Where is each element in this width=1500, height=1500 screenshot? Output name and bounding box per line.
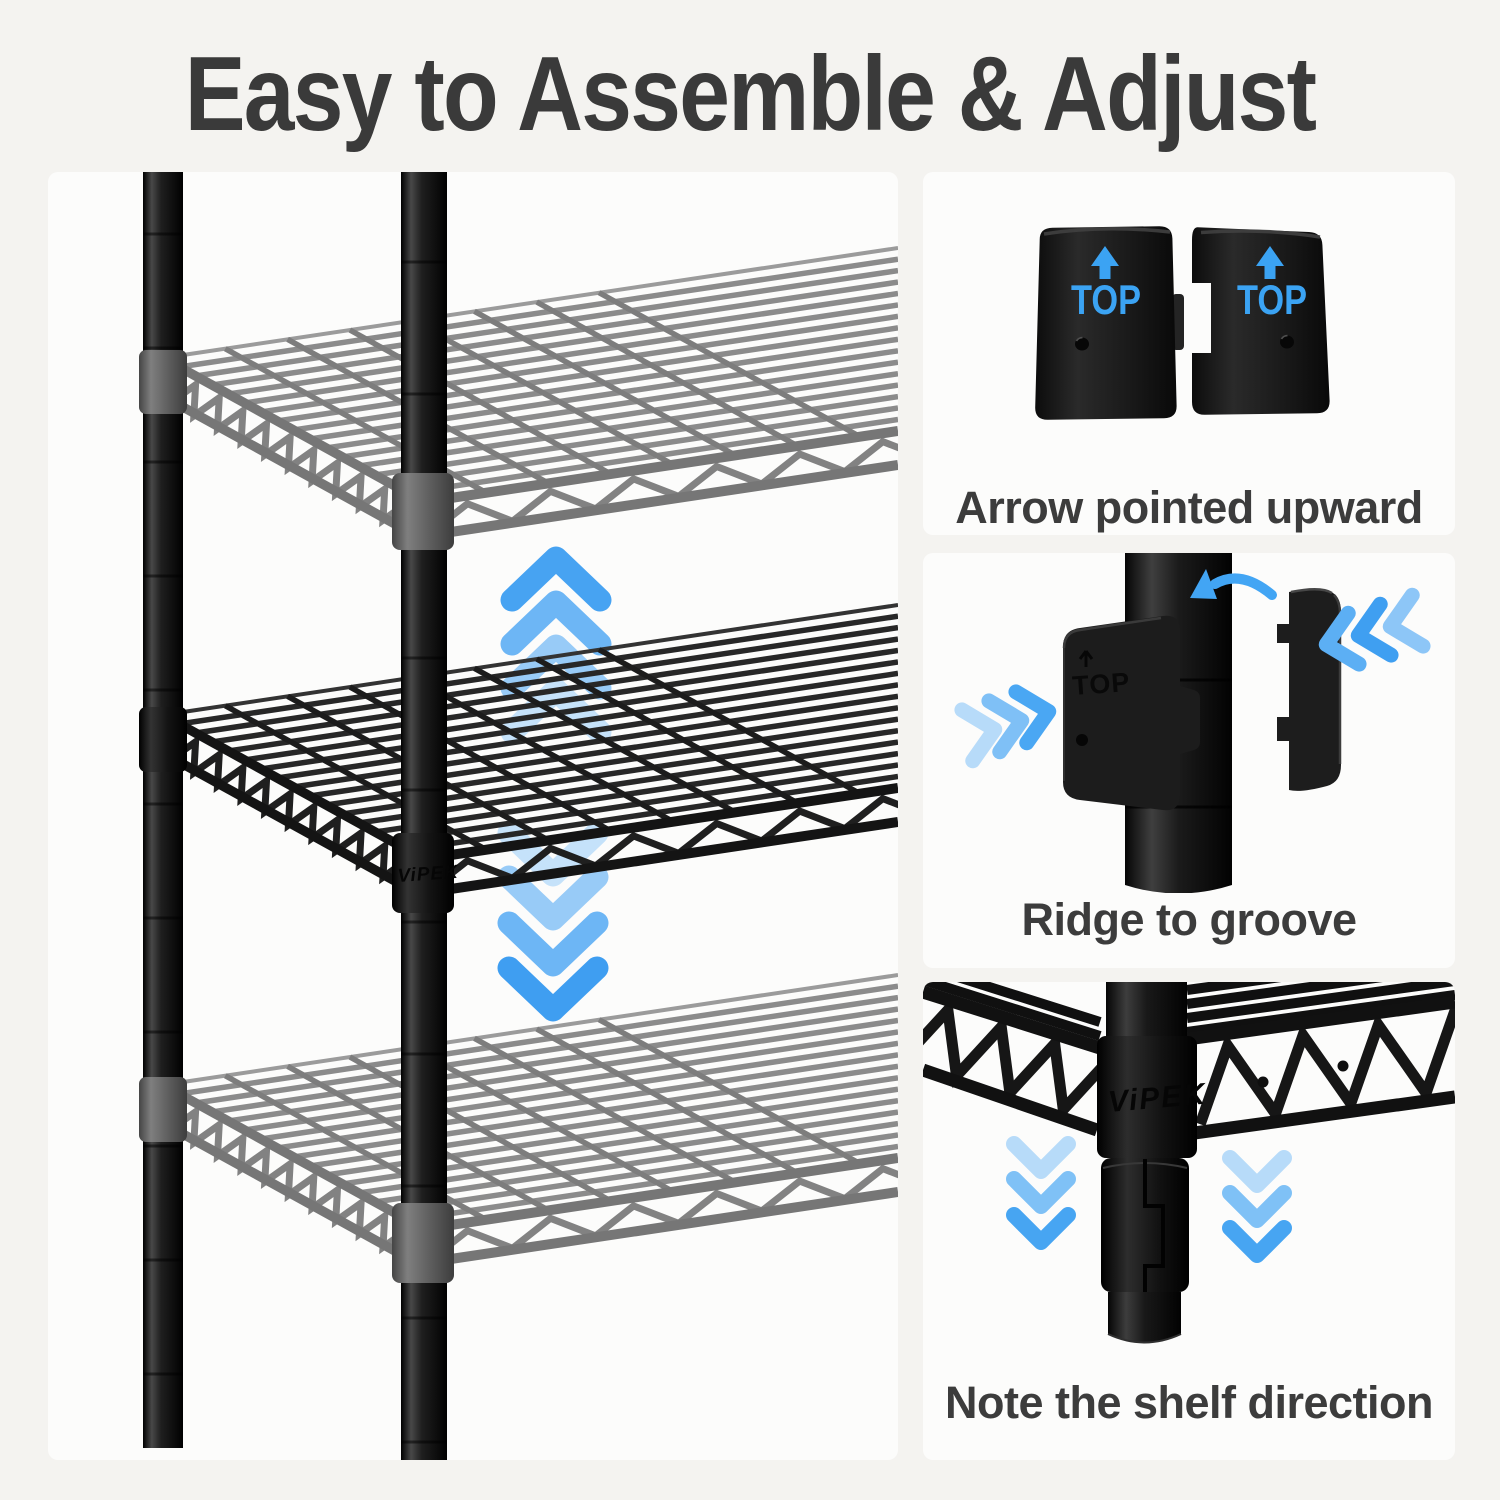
caption-arrow-upward: Arrow pointed upward bbox=[955, 482, 1423, 533]
slide-left-arrows bbox=[1318, 587, 1431, 672]
collar bbox=[392, 1203, 454, 1283]
pole-lower bbox=[1108, 1292, 1181, 1343]
split-seam bbox=[1143, 1159, 1165, 1293]
split-sleeve bbox=[1101, 1158, 1189, 1293]
engraved-top-mark: TOP bbox=[1071, 650, 1131, 701]
page-title: Easy to Assemble & Adjust bbox=[184, 35, 1317, 153]
sleeve-cone-right: TOP bbox=[1192, 227, 1330, 415]
collar bbox=[139, 350, 187, 414]
pin-hole bbox=[1280, 335, 1294, 349]
caption-ridge-groove: Ridge to groove bbox=[1021, 894, 1357, 945]
svg-text:TOP: TOP bbox=[1071, 667, 1131, 701]
shelf-bottom-gray bbox=[147, 973, 898, 1272]
shelf-middle-black bbox=[147, 603, 898, 902]
shelf-corner-illustration: ViPEK bbox=[923, 982, 1455, 1344]
sleeve-cone-left: TOP bbox=[1035, 226, 1184, 420]
collar bbox=[392, 473, 454, 550]
panel-shelf-direction: ViPEK Note the shelf direction bbox=[923, 982, 1455, 1460]
panel-arrow-upward: TOP TOP Arrow pointed upward bbox=[923, 172, 1455, 535]
caption-shelf-direction: Note the shelf direction bbox=[944, 1377, 1434, 1428]
top-label: TOP bbox=[1071, 276, 1141, 323]
ridge-tab bbox=[1172, 294, 1184, 350]
shelf-left-edge bbox=[923, 982, 1108, 1137]
rotate-arrow-icon bbox=[1190, 569, 1277, 600]
collar-branded: ViPEK bbox=[392, 833, 460, 913]
down-arrows-right bbox=[1222, 1150, 1292, 1263]
front-truss-top bbox=[424, 426, 898, 541]
shelf-top-gray bbox=[147, 246, 898, 545]
panel-ridge-groove: TOP Ridge to groove bbox=[923, 553, 1455, 968]
pole-with-sleeve: ViPEK bbox=[1097, 982, 1208, 1344]
up-arrow-icon bbox=[1256, 246, 1284, 279]
clip-half-right bbox=[1277, 588, 1342, 791]
up-arrow-icon bbox=[1091, 246, 1119, 279]
slide-right-arrows bbox=[954, 684, 1057, 769]
main-shelf-figure: ViPEK bbox=[48, 172, 898, 1460]
collar bbox=[139, 1077, 187, 1142]
pin-hole bbox=[1076, 734, 1088, 746]
collar-branded: ViPEK bbox=[1097, 1036, 1208, 1158]
pin-hole bbox=[1075, 337, 1089, 351]
front-truss-middle bbox=[424, 783, 898, 898]
sleeve-cones-illustration: TOP TOP bbox=[1035, 226, 1330, 420]
front-truss-bottom bbox=[424, 1153, 898, 1268]
clip-pole-illustration: TOP bbox=[954, 553, 1431, 893]
clip-half-left: TOP bbox=[1062, 615, 1200, 811]
down-arrows-left bbox=[1006, 1136, 1076, 1250]
collar bbox=[139, 707, 187, 772]
shelf-right-edge bbox=[1187, 982, 1455, 1141]
shelf-unit-illustration: ViPEK bbox=[139, 172, 898, 1460]
top-label: TOP bbox=[1237, 276, 1307, 323]
svg-text:ViPEK: ViPEK bbox=[397, 862, 460, 887]
